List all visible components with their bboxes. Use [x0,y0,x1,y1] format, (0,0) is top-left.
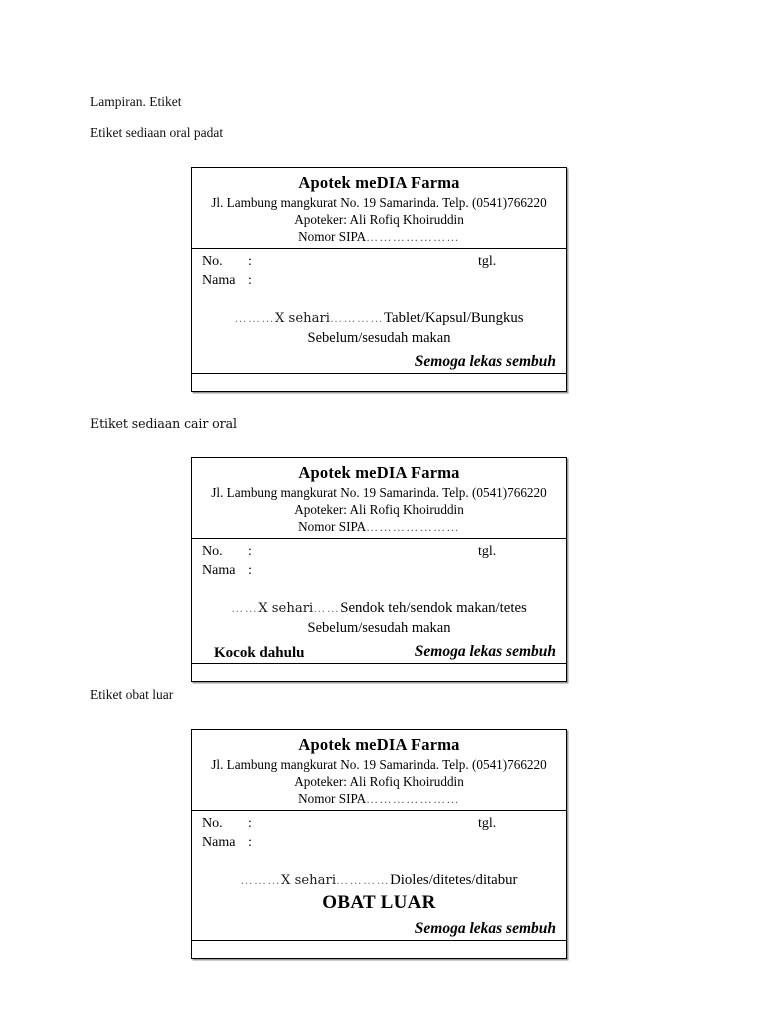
pharmacist-name: Apoteker: Ali Rofiq Khoiruddin [294,773,464,789]
field-row-no: No. : tgl. [200,543,558,562]
caption-liquid-oral: Etiket sediaan cair oral [90,416,237,431]
dose-frequency: X sehari [281,872,337,888]
etiket-header: Apotek meDIA Farma Jl. Lambung mangkurat… [192,168,566,249]
dose-mid-dots: ………… [336,872,391,887]
pharmacy-address: Jl. Lambung mangkurat No. 19 Samarinda. … [211,484,547,500]
shake-well-note: Kocok dahulu [214,644,305,661]
external-use-warning: OBAT LUAR [322,891,436,913]
no-colon: : [248,543,252,559]
etiket-header: Apotek meDIA Farma Jl. Lambung mangkurat… [192,730,566,811]
nama-colon: : [248,834,252,850]
sipa-line: Nomor SIPA………………… [198,518,560,536]
tgl-label: tgl. [478,815,497,831]
sipa-dots: ………………… [366,791,460,806]
etiket-card-solid-oral: Apotek meDIA Farma Jl. Lambung mangkurat… [191,167,567,392]
pharmacist-name: Apoteker: Ali Rofiq Khoiruddin [294,211,464,227]
dose-mid-dots: …… [313,600,341,615]
etiket-body: No. : tgl. Nama : ……X sehari……Sendok teh… [192,539,566,664]
etiket-footer: Kocok dahulu Semoga lekas sembuh [200,639,558,661]
field-row-nama: Nama : [200,272,558,291]
nama-label: Nama [202,272,236,288]
dose-frequency: X sehari [274,310,330,326]
dosage-form: Sendok teh/sendok makan/tetes [340,599,527,616]
nama-colon: : [248,562,252,578]
timing-line: Sebelum/sesudah makan [307,619,451,636]
etiket-card-liquid-oral: Apotek meDIA Farma Jl. Lambung mangkurat… [191,457,567,682]
blank-write-area [200,291,558,309]
sipa-line: Nomor SIPA………………… [198,790,560,808]
field-row-nama: Nama : [200,834,558,853]
etiket-card-topical: Apotek meDIA Farma Jl. Lambung mangkurat… [191,729,567,959]
etiket-footer: Semoga lekas sembuh [200,349,558,371]
dose-lead-dots: ……… [234,310,275,325]
pharmacy-address: Jl. Lambung mangkurat No. 19 Samarinda. … [211,194,547,210]
blank-write-area [200,581,558,599]
pharmacy-name: Apotek meDIA Farma [298,463,460,482]
no-colon: : [248,815,252,831]
field-row-no: No. : tgl. [200,815,558,834]
nama-label: Nama [202,562,236,578]
etiket-body: No. : tgl. Nama : ………X sehari…………Dioles/… [192,811,566,941]
etiket-bottom-strip [192,664,566,681]
sipa-label: Nomor SIPA [298,518,367,534]
dosage-line: ………X sehari…………Dioles/ditetes/ditabur [200,871,558,890]
no-label: No. [202,815,223,831]
pharmacy-name: Apotek meDIA Farma [298,735,460,754]
field-row-nama: Nama : [200,562,558,581]
etiket-bottom-strip [192,941,566,958]
sipa-label: Nomor SIPA [298,228,367,244]
caption-topical: Etiket obat luar [90,687,174,702]
dosage-form: Tablet/Kapsul/Bungkus [384,309,524,326]
pharmacy-name: Apotek meDIA Farma [298,173,460,192]
pharmacy-address: Jl. Lambung mangkurat No. 19 Samarinda. … [211,756,547,772]
dose-mid-dots: ………… [330,310,384,325]
tgl-label: tgl. [478,543,497,559]
timing-line: Sebelum/sesudah makan [307,329,451,346]
get-well-wish: Semoga lekas sembuh [414,353,556,371]
etiket-bottom-strip [192,374,566,391]
get-well-wish: Semoga lekas sembuh [414,643,556,661]
dose-lead-dots: ……… [240,872,282,887]
dose-frequency: X sehari [258,600,314,616]
caption-solid-oral: Etiket sediaan oral padat [90,125,224,140]
dosage-line: ………X sehari…………Tablet/Kapsul/Bungkus [200,309,558,328]
blank-write-area [200,853,558,871]
sipa-dots: ………………… [366,519,460,534]
no-label: No. [202,253,223,269]
pharmacist-name: Apoteker: Ali Rofiq Khoiruddin [294,501,464,517]
sipa-line: Nomor SIPA………………… [198,228,560,246]
no-colon: : [248,253,252,269]
etiket-body: No. : tgl. Nama : ………X sehari…………Tablet/… [192,249,566,374]
dosage-form: Dioles/ditetes/ditabur [390,871,518,888]
dosage-line: ……X sehari……Sendok teh/sendok makan/tete… [200,599,558,618]
etiket-header: Apotek meDIA Farma Jl. Lambung mangkurat… [192,458,566,539]
get-well-wish: Semoga lekas sembuh [414,919,556,937]
tgl-label: tgl. [478,253,497,269]
field-row-no: No. : tgl. [200,253,558,272]
no-label: No. [202,543,223,559]
sipa-label: Nomor SIPA [298,790,367,806]
dose-lead-dots: …… [231,600,259,615]
document-title: Lampiran. Etiket [90,94,182,109]
etiket-footer: Semoga lekas sembuh [200,916,558,938]
nama-label: Nama [202,834,236,850]
nama-colon: : [248,272,252,288]
sipa-dots: ………………… [366,229,460,244]
